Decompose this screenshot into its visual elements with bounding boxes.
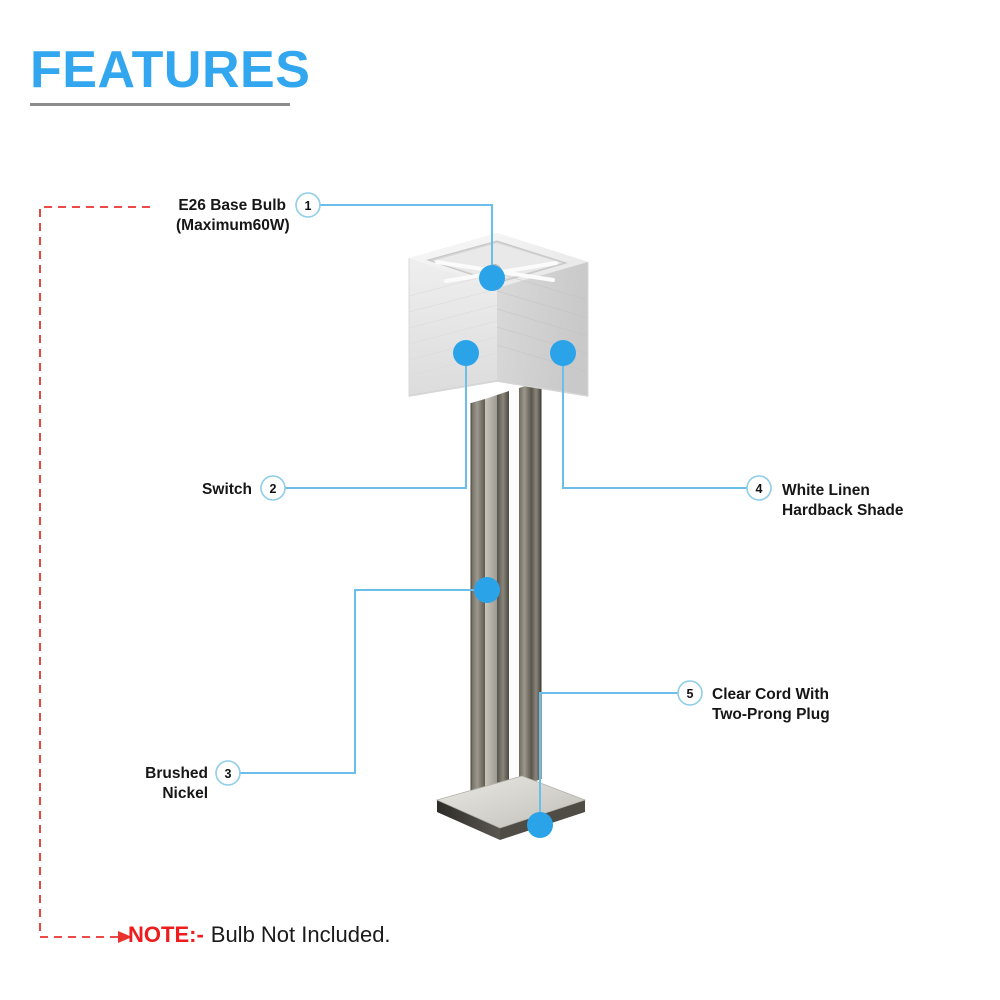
leader-line-1 (320, 204, 493, 278)
callout-marker-4[interactable]: 4 (746, 475, 772, 501)
leader-line-4 (562, 353, 747, 489)
note-arrow-head (118, 931, 132, 943)
note-row: NOTE:- Bulb Not Included. (128, 922, 391, 948)
anchor-dot-4 (550, 340, 576, 366)
leader-line-5 (539, 692, 678, 825)
note-bracket (39, 206, 150, 943)
callout-marker-1-number: 1 (305, 199, 312, 213)
callout-label-5: Clear Cord With Two-Prong Plug (712, 686, 830, 723)
callout-label-4: White Linen Hardback Shade (782, 482, 904, 519)
callout-marker-3[interactable]: 3 (215, 760, 241, 786)
callout-marker-5[interactable]: 5 (677, 680, 703, 706)
anchor-dots (453, 265, 576, 838)
callout-marker-4-number: 4 (756, 482, 763, 496)
anchor-dot-2 (453, 340, 479, 366)
callout-marker-1[interactable]: 1 (295, 192, 321, 218)
callout-label-3: Brushed Nickel (145, 765, 208, 802)
title-underline-divider (30, 103, 290, 106)
lamp-illustration (408, 233, 589, 840)
note-text: Bulb Not Included. (210, 922, 391, 947)
note-keyword: NOTE:- (128, 922, 204, 947)
leader-line-3 (240, 589, 487, 774)
anchor-dot-1 (479, 265, 505, 291)
leader-line-2 (285, 353, 467, 489)
callout-marker-3-number: 3 (225, 767, 232, 781)
callout-label-2: Switch (202, 481, 252, 498)
anchor-dot-3 (474, 577, 500, 603)
callout-label-1: E26 Base Bulb (Maximum60W) (176, 197, 290, 234)
leader-lines (240, 204, 747, 825)
callout-marker-2-number: 2 (270, 482, 277, 496)
anchor-dot-5 (527, 812, 553, 838)
callout-marker-2[interactable]: 2 (260, 475, 286, 501)
page-title: FEATURES (30, 41, 311, 99)
callout-marker-5-number: 5 (687, 687, 694, 701)
lamp-base (435, 775, 587, 840)
callout-markers[interactable]: 1 2 3 4 5 (215, 192, 772, 786)
lamp-shade (408, 233, 589, 397)
